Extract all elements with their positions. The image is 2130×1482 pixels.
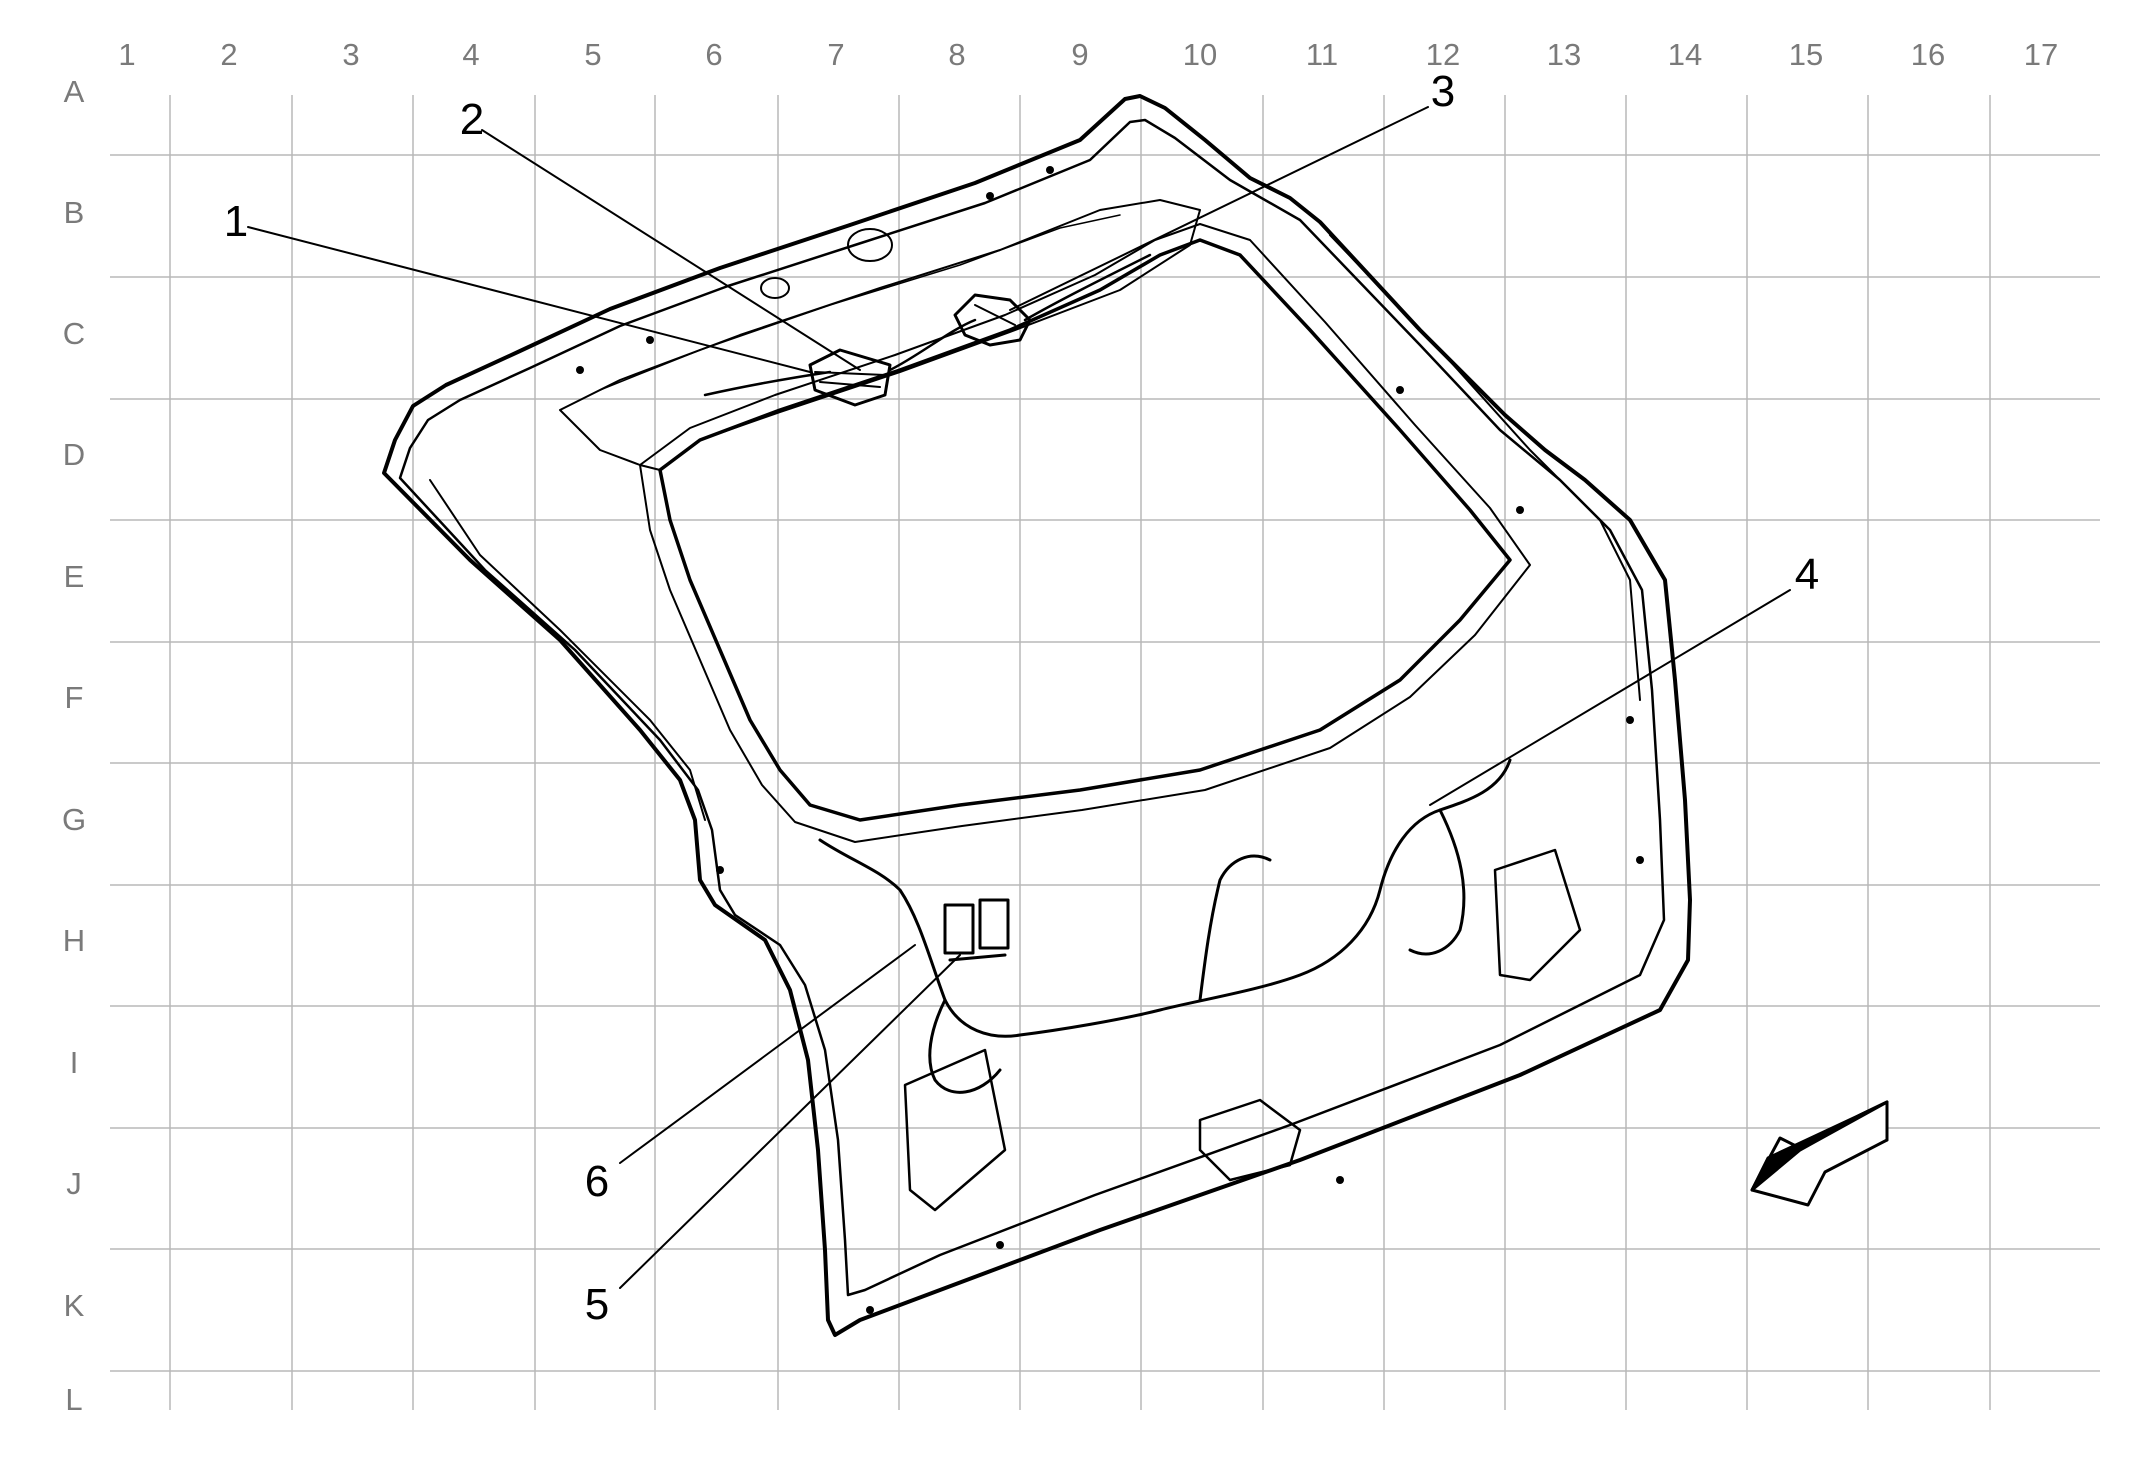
grid-column-label: 16 <box>1910 37 1946 72</box>
grid-row-label: I <box>69 1045 79 1080</box>
upper-harness <box>703 253 1152 397</box>
callout-number-4: 4 <box>1794 550 1820 599</box>
grid-row-label: E <box>63 559 85 594</box>
lower-harness-main <box>818 758 1512 1038</box>
handle-pocket <box>1198 1098 1302 1182</box>
grid-column-label: 4 <box>462 37 480 72</box>
grid-row-label: B <box>63 195 85 230</box>
grid-row-label: L <box>65 1382 83 1417</box>
grid-column-label: 3 <box>342 37 360 72</box>
window-opening <box>658 238 1512 822</box>
grid-column-label: 6 <box>705 37 723 72</box>
right-side-flange <box>1329 234 1641 701</box>
grid-column-label: 8 <box>948 37 966 72</box>
grid-row-label: D <box>62 437 86 472</box>
grid-column-label: 10 <box>1182 37 1218 72</box>
callout-number-3: 3 <box>1430 67 1456 116</box>
upper-panel-hole <box>847 228 893 262</box>
left-side-flange <box>429 479 706 821</box>
lower-harness-branch-right <box>1408 808 1466 956</box>
callout-number-2: 2 <box>459 95 485 144</box>
grid-row-label: K <box>63 1288 85 1323</box>
rear-wiper-connector <box>953 293 1032 347</box>
grid-column-label: 15 <box>1788 37 1824 72</box>
view-direction-arrow-icon <box>1750 1100 1889 1207</box>
liftgate-inner-outline <box>398 118 1666 1297</box>
license-lamp-recess-right <box>1493 848 1582 982</box>
upper-panel-hole-2 <box>760 277 790 299</box>
upper-header-rib <box>599 214 1121 391</box>
grid-column-label: 17 <box>2023 37 2059 72</box>
lower-harness-branch-left <box>928 998 1002 1094</box>
grid-row-label: J <box>66 1166 82 1201</box>
lower-harness-branch-center <box>1198 854 1272 1002</box>
callout-number-1: 1 <box>223 197 249 246</box>
grid-column-label: 14 <box>1667 37 1703 72</box>
grid-column-label: 1 <box>118 37 136 72</box>
grid-column-label: 2 <box>220 37 238 72</box>
leader-lines <box>247 106 1791 1289</box>
license-lamp-recess-left <box>903 1048 1007 1212</box>
grid-column-label: 5 <box>584 37 602 72</box>
grid-column-label: 11 <box>1305 37 1339 72</box>
grid-row-label: G <box>61 802 87 837</box>
grid-column-label: 9 <box>1071 37 1089 72</box>
callout-number-6: 6 <box>584 1157 610 1206</box>
grid-row-label: H <box>62 923 86 958</box>
window-opening-inner <box>639 223 1531 843</box>
callout-number-5: 5 <box>584 1280 610 1329</box>
grid-row-label: A <box>63 74 85 109</box>
grid-column-label: 7 <box>827 37 845 72</box>
grid-row-label: C <box>62 316 86 351</box>
grid-column-label: 12 <box>1425 37 1461 72</box>
grid-row-label: F <box>64 680 84 715</box>
mounting-holes <box>576 166 1644 1314</box>
liftgate-latch-connector <box>943 898 1010 962</box>
grid-column-label: 13 <box>1546 37 1582 72</box>
upper-header-panel <box>559 199 1201 471</box>
liftgate-outer-outline <box>382 94 1692 1337</box>
